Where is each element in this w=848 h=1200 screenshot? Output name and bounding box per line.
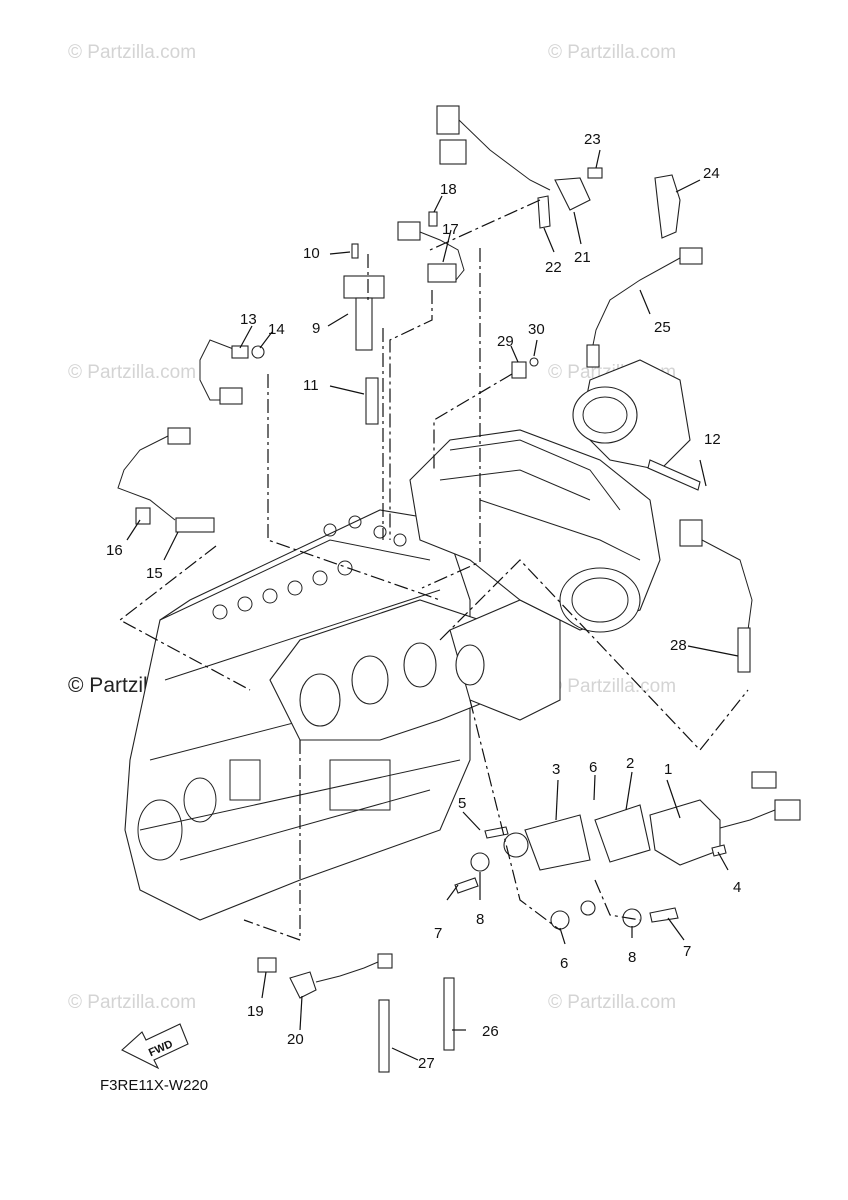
- callout-1: 1: [664, 761, 672, 778]
- callout-14: 14: [268, 321, 285, 338]
- callout-21: 21: [574, 249, 591, 266]
- intake-plenum: [269, 599, 561, 741]
- watermark: © Partzilla.com: [68, 992, 196, 1013]
- diagram-code: F3RE11X-W220: [100, 1077, 208, 1094]
- callout-26: 26: [482, 1023, 499, 1040]
- watermark: © Partzilla.com: [548, 992, 676, 1013]
- supercharger-housing: [409, 359, 691, 633]
- ecu-unit: [649, 799, 721, 866]
- left-sensors: [117, 339, 455, 1073]
- callout-4: 4: [733, 879, 741, 896]
- throttle-body: [524, 814, 591, 871]
- fwd-arrow-icon: FWD: [121, 1023, 189, 1070]
- callout-15: 15: [146, 565, 163, 582]
- callout-9: 9: [312, 320, 320, 337]
- callout-3: 3: [552, 761, 560, 778]
- callout-5: 5: [458, 795, 466, 812]
- connector-plug: [774, 799, 801, 821]
- callout-25: 25: [654, 319, 671, 336]
- callout-20: 20: [287, 1031, 304, 1048]
- callout-23: 23: [584, 131, 601, 148]
- watermark: © Partzilla.com: [548, 676, 676, 697]
- throttle-body-assembly: [454, 771, 801, 930]
- callout-8: 8: [628, 949, 636, 966]
- callout-28: 28: [670, 637, 687, 654]
- callout-11: 11: [303, 377, 319, 394]
- watermark: © Partzilla.com: [548, 42, 676, 63]
- leader-lines: [118, 199, 749, 941]
- callout-6: 6: [560, 955, 568, 972]
- callout-7: 7: [683, 943, 691, 960]
- callout-22: 22: [545, 259, 562, 276]
- callout-29: 29: [497, 333, 514, 350]
- callout-30: 30: [528, 321, 545, 338]
- watermark: © Partzilla.com: [68, 362, 196, 383]
- gasket: [594, 804, 651, 863]
- callout-16: 16: [106, 542, 123, 559]
- callout-6: 6: [589, 759, 597, 776]
- callout-7: 7: [434, 925, 442, 942]
- callout-10: 10: [303, 245, 320, 262]
- callout-12: 12: [704, 431, 721, 448]
- callout-27: 27: [418, 1055, 435, 1072]
- callout-18: 18: [440, 181, 457, 198]
- callout-8: 8: [476, 911, 484, 928]
- callout-leaders: [126, 149, 739, 1061]
- callout-13: 13: [240, 311, 257, 328]
- top-sensors: [343, 105, 753, 673]
- watermark: © Partzilla.com: [68, 42, 196, 63]
- callout-24: 24: [703, 165, 720, 182]
- callout-2: 2: [626, 755, 634, 772]
- ignition-coil: [343, 275, 385, 299]
- callout-17: 17: [442, 221, 459, 238]
- spark-plug: [365, 377, 379, 425]
- callout-19: 19: [247, 1003, 264, 1020]
- callouts: 1 2 3 4 5 6 6 7 7 8 8 9 10 11 12 13 14 1…: [106, 131, 741, 1072]
